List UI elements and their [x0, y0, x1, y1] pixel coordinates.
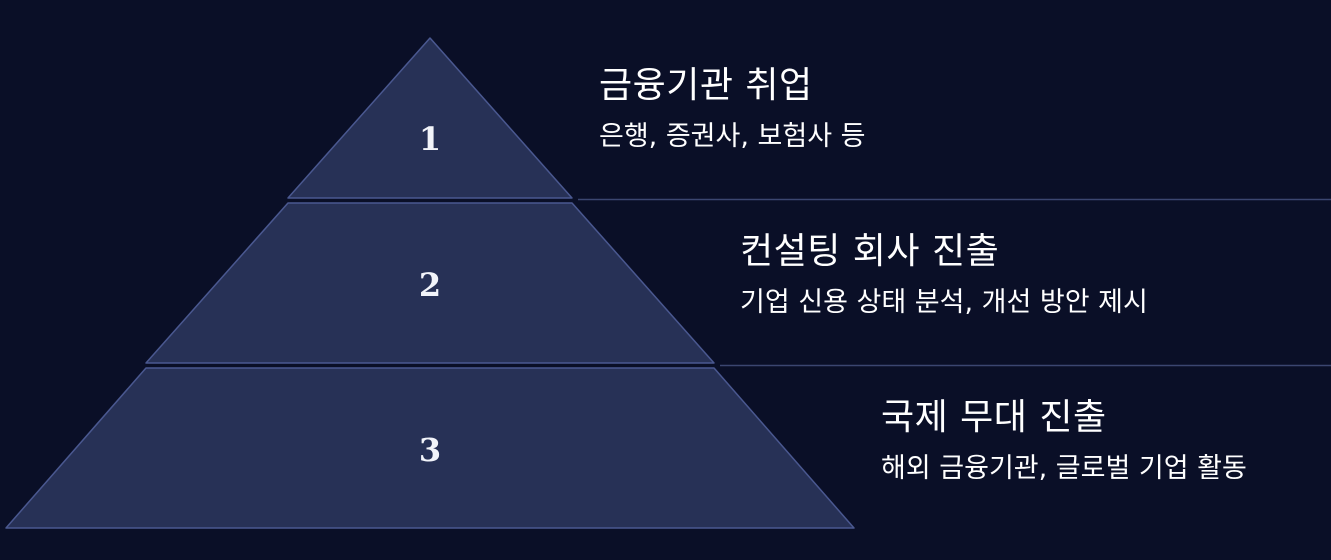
tier-2-title: 컨설팅 회사 진출 [740, 231, 1000, 272]
tier-3-text: 국제 무대 진출 해외 금융기관, 글로벌 기업 활동 [881, 396, 1247, 486]
tier-1-description: 은행, 증권사, 보험사 등 [599, 121, 866, 152]
pyramid-tier-3 [5, 367, 855, 529]
tier-1-text: 금융기관 취업 은행, 증권사, 보험사 등 [599, 64, 865, 154]
tier-3-number: 3 [419, 431, 441, 469]
tier-3-title: 국제 무대 진출 [881, 397, 1107, 438]
pyramid-tier-2 [145, 202, 715, 364]
tier-1-number: 1 [419, 120, 441, 158]
tier-1-title: 금융기관 취업 [599, 65, 813, 106]
tier-2-description: 기업 신용 상태 분석, 개선 방안 제시 [740, 287, 1148, 318]
tier-3-description: 해외 금융기관, 글로벌 기업 활동 [881, 453, 1247, 484]
pyramid-tier-1 [287, 37, 573, 199]
tier-2-number: 2 [419, 266, 441, 304]
tier-2-text: 컨설팅 회사 진출 기업 신용 상태 분석, 개선 방안 제시 [740, 230, 1148, 320]
